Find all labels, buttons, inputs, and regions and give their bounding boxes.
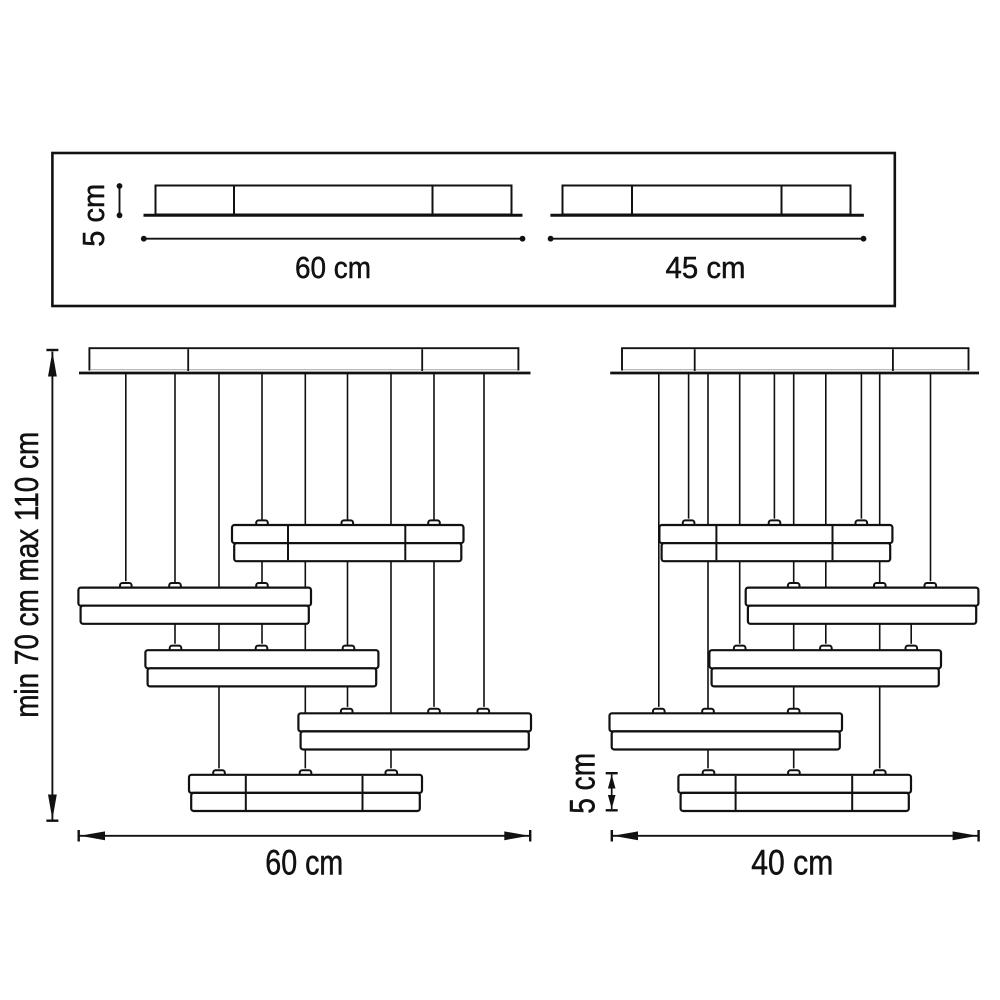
svg-text:5 cm: 5 cm: [76, 184, 111, 247]
svg-text:min 70 cm max 110 cm: min 70 cm max 110 cm: [8, 432, 45, 718]
svg-text:60 cm: 60 cm: [295, 250, 371, 285]
svg-text:45 cm: 45 cm: [666, 250, 746, 285]
svg-text:5 cm: 5 cm: [564, 753, 603, 814]
svg-text:40 cm: 40 cm: [751, 843, 833, 882]
svg-text:60 cm: 60 cm: [265, 843, 343, 882]
